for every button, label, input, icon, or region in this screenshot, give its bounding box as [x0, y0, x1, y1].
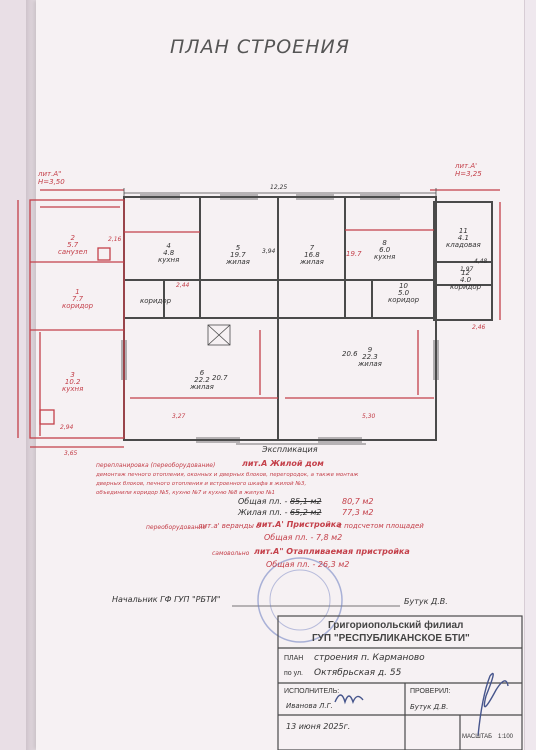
veranda-lit-b: лит.А' Пристройка: [256, 520, 342, 529]
date: 13 июня 2025г.: [286, 722, 351, 731]
checked-name: Бутук Д.В.: [410, 703, 449, 711]
round-seal: [257, 557, 343, 643]
veranda-area: Общая пл. - 7,8 м2: [264, 533, 343, 542]
page-edge-right: [524, 0, 536, 750]
street-label: по ул.: [284, 670, 304, 677]
plan-value-6: 2,44: [176, 282, 190, 289]
total-area-old: 85,1 м2: [290, 497, 322, 506]
veranda-lit-a: лит.а' веранды в: [198, 522, 261, 530]
head-name: Бутук Д.В.: [404, 597, 448, 606]
bottom-left-dimension: 3,65: [64, 450, 78, 457]
self-lit: лит.А" Отапливаемая пристройка: [254, 547, 410, 556]
scale-value: 1:100: [498, 734, 514, 740]
plan-text: строения п. Карманово: [314, 653, 425, 663]
page-edge-left: [26, 0, 38, 750]
lit-a1-label: лит.А' Н=3,25: [455, 162, 482, 178]
explication-line2: демонтаж печного отопления, оконных и дв…: [96, 472, 359, 478]
corridor-small-left: коридор: [140, 297, 172, 305]
paper-sheet: [36, 0, 526, 750]
total-area-label: Общая пл. -: [238, 497, 288, 506]
page-title: ПЛАН СТРОЕНИЯ: [170, 36, 350, 58]
explication-line1-prefix: перепланировка (переоборудование): [96, 462, 216, 469]
self-area: Общая пл. - 26,3 м2: [266, 560, 350, 569]
plan-value-3: 20.6: [342, 350, 358, 358]
executor-label: ИСПОЛНИТЕЛЬ:: [284, 688, 340, 695]
annex-left-outline: [29, 199, 125, 439]
executor-name: Иванова Л.Г.: [286, 702, 333, 710]
head-label: Начальник ГФ ГУП "РБТИ": [112, 595, 221, 604]
living-area-new: 77,3 м2: [342, 508, 374, 517]
explication-line3: дверных блоков, печного отопления и встр…: [96, 481, 307, 487]
living-area-old: 65,2 м2: [290, 508, 322, 517]
executor-signature: [334, 694, 364, 705]
scale-label: МАСШТАБ: [462, 734, 493, 740]
self-prefix: самовольно: [212, 550, 250, 557]
plan-value-8: 2,16: [108, 236, 122, 243]
street-text: Октябрьская д. 55: [314, 668, 402, 678]
plan-value-2: 20.7: [212, 374, 228, 382]
plan-value-11: 3,27: [172, 413, 186, 420]
checked-label: ПРОВЕРИЛ:: [410, 688, 451, 695]
lit-a2-label: лит.А" Н=3,50: [38, 170, 65, 186]
top-dimension: 12,25: [270, 184, 288, 191]
living-area-label: Жилая пл. -: [238, 508, 288, 517]
plan-label: ПЛАН: [284, 655, 304, 662]
explication-heading: Экспликация: [262, 445, 318, 454]
plan-value-4: 2,46: [472, 324, 486, 331]
plan-value-7: 4,48: [474, 258, 488, 265]
checker-signature: [477, 672, 509, 737]
plan-value-9: 3,94: [262, 248, 276, 255]
total-area-new: 80,7 м2: [342, 497, 374, 506]
plan-value-1: 19.7: [346, 250, 362, 258]
explication-line1-lit: лит.А Жилой дом: [242, 459, 324, 468]
veranda-prefix: переоборудование: [146, 524, 207, 531]
stamp-line1: Григориопольский филиал: [328, 620, 464, 631]
plan-value-12: 5,30: [362, 413, 376, 420]
veranda-suffix: с подсчетом площадей: [338, 522, 424, 530]
explication-line4: объединили коридор №5, кухню №7 и кухню …: [96, 490, 276, 496]
stamp-line2: ГУП "РЕСПУБЛИКАНСКОЕ БТИ": [312, 633, 470, 644]
plan-value-5: 1,97: [460, 266, 474, 273]
plan-value-10: 2,94: [60, 424, 74, 431]
